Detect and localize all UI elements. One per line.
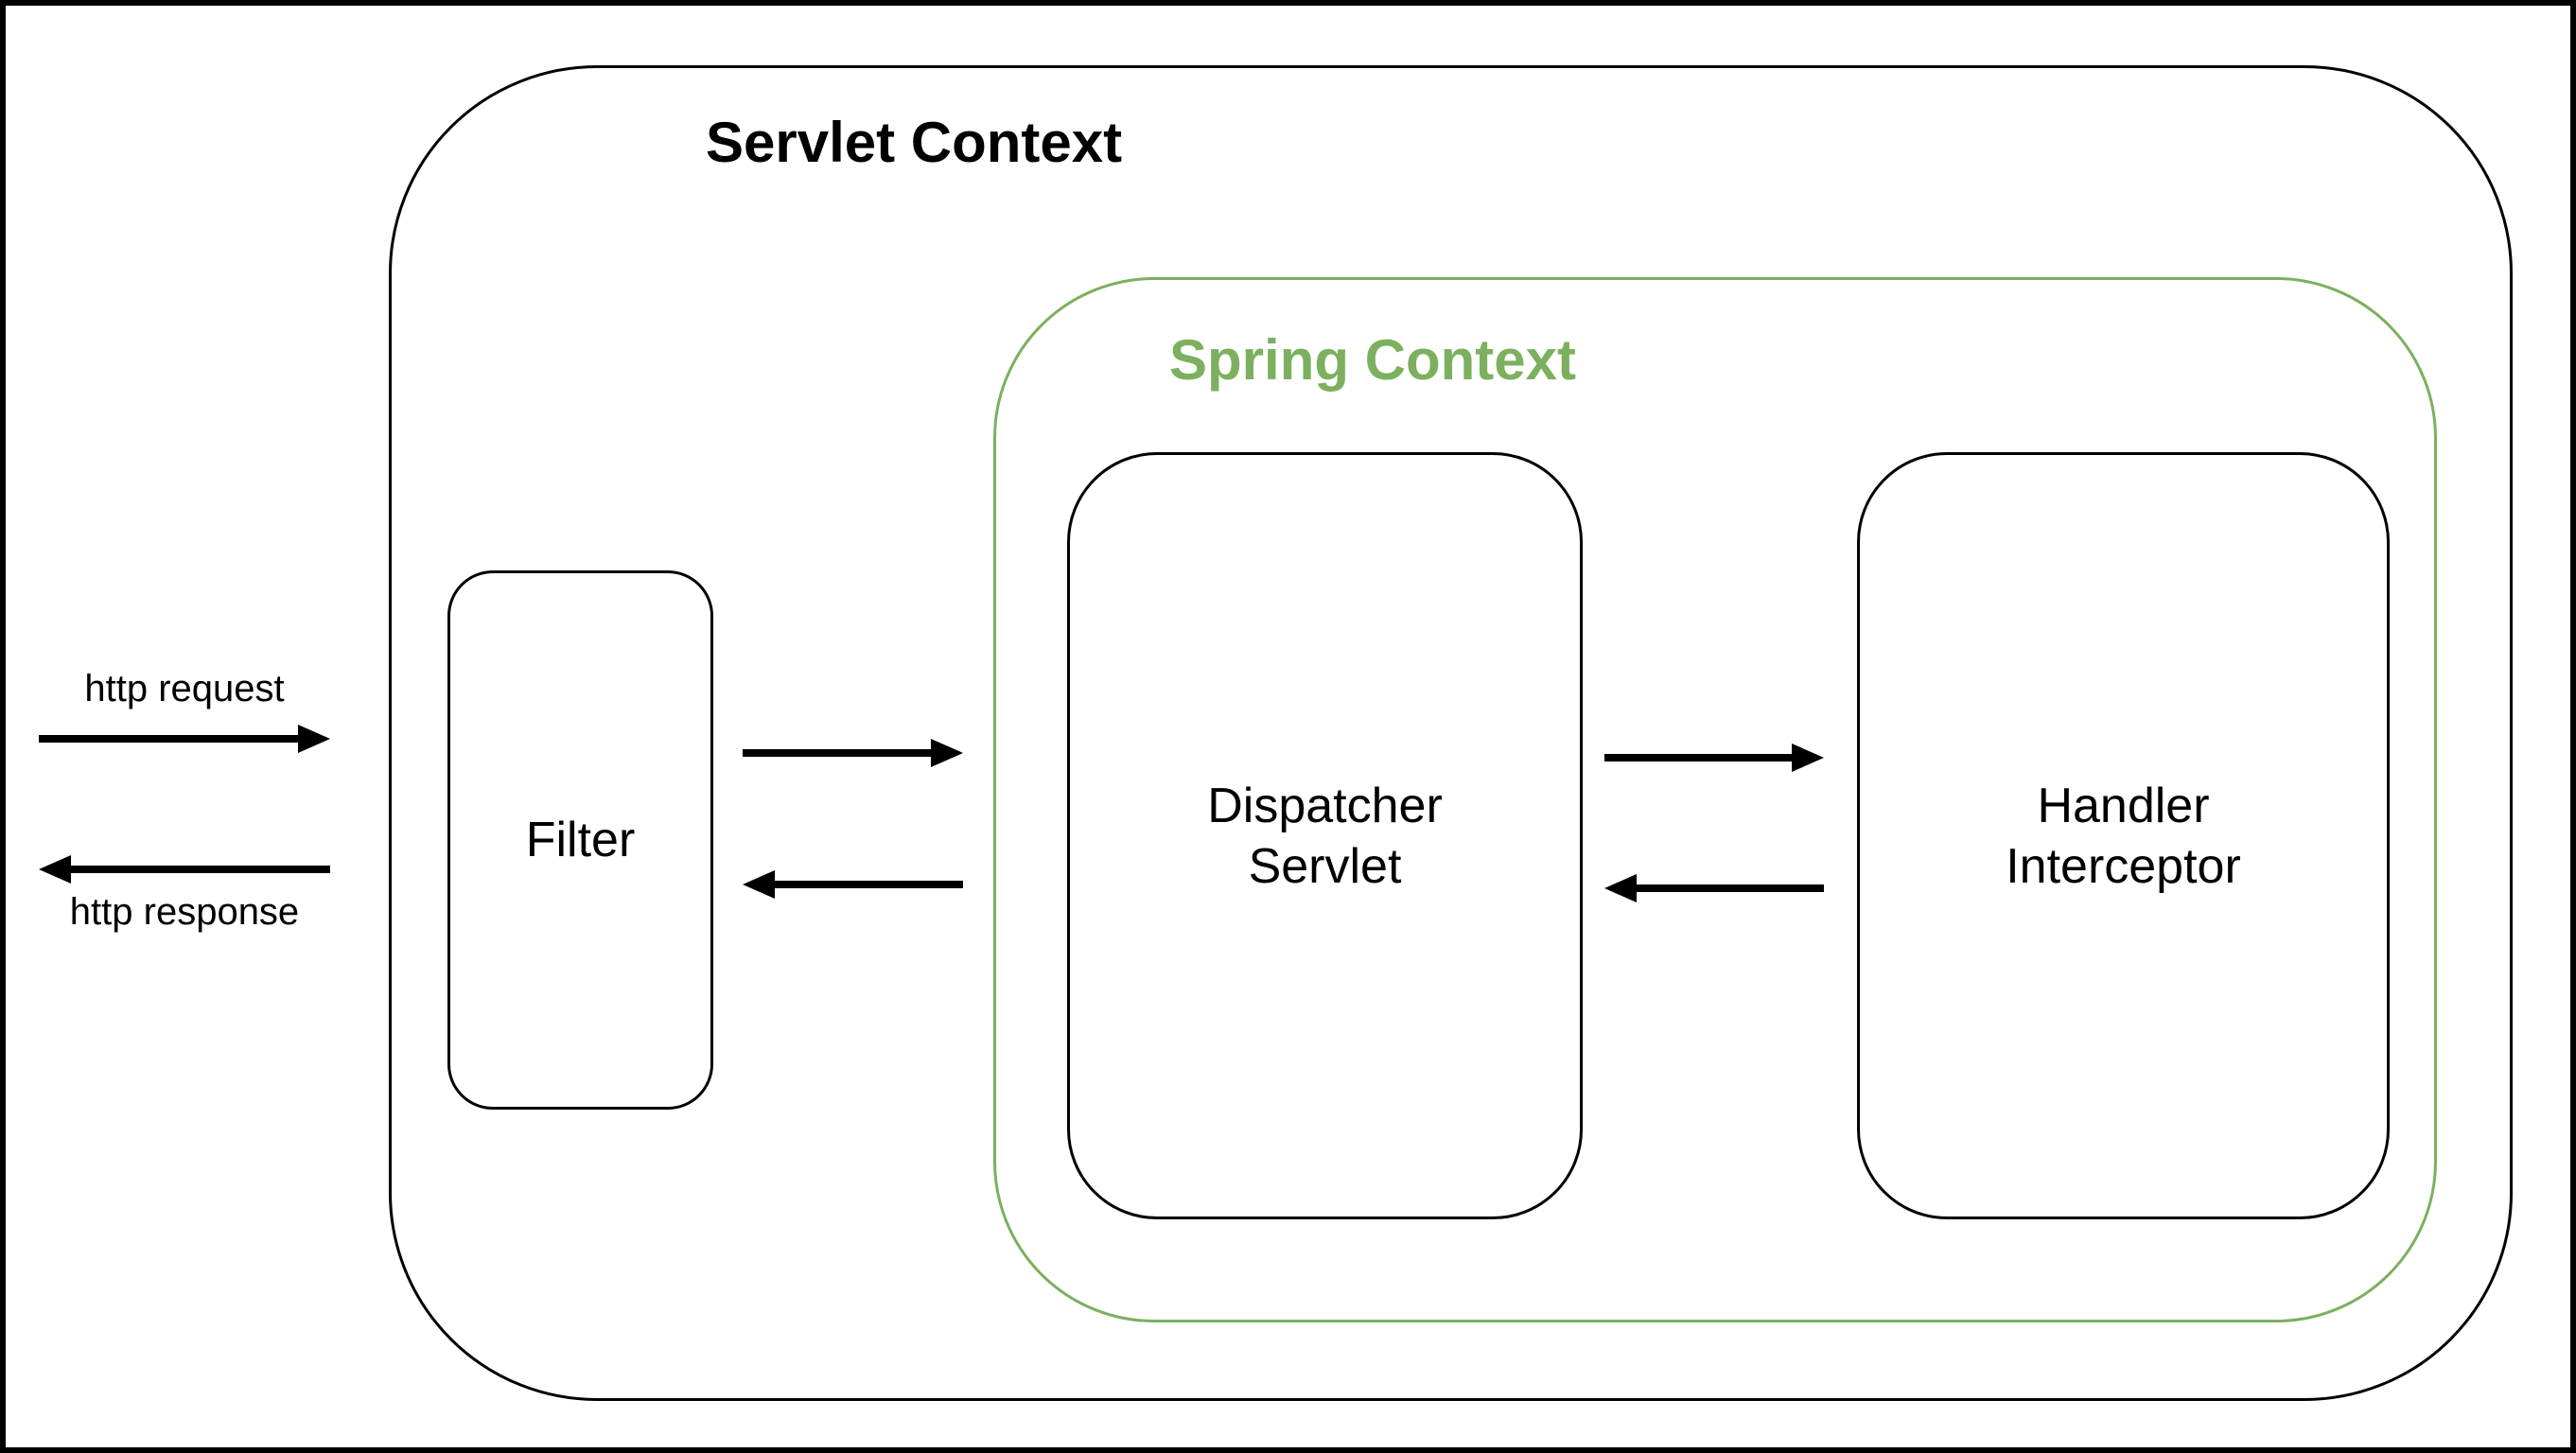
arrow-head-icon xyxy=(743,870,775,899)
arrow-shaft xyxy=(769,881,963,888)
arrow-shaft xyxy=(743,749,937,757)
http-request-label: http request xyxy=(84,668,285,709)
dispatcher-to-handler-arrow-icon xyxy=(1604,744,1824,772)
servlet-context-box xyxy=(389,65,2513,1401)
spring-context-title: Spring Context xyxy=(1169,328,1576,392)
filter-to-dispatcher-arrow-icon xyxy=(743,739,963,767)
arrow-head-icon xyxy=(1604,874,1637,902)
arrow-head-icon xyxy=(298,725,330,753)
dispatcher-servlet-label: Dispatcher Servlet xyxy=(1207,778,1443,894)
arrow-head-icon xyxy=(39,855,71,884)
arrow-shaft xyxy=(65,866,330,873)
filter-label: Filter xyxy=(525,813,636,867)
handler-to-dispatcher-arrow-icon xyxy=(1604,874,1824,902)
spring-context-box xyxy=(993,277,2437,1322)
arrow-shaft xyxy=(1631,884,1824,892)
http-request-arrow-icon xyxy=(39,725,330,753)
dispatcher-servlet-box: Dispatcher Servlet xyxy=(1067,452,1583,1219)
arrow-head-icon xyxy=(1792,744,1824,772)
servlet-context-title: Servlet Context xyxy=(706,111,1123,174)
filter-box: Filter xyxy=(447,570,713,1110)
handler-interceptor-label: Handler Interceptor xyxy=(2006,778,2241,894)
http-response-arrow-icon xyxy=(39,855,330,884)
arrow-shaft xyxy=(39,735,304,743)
dispatcher-to-filter-arrow-icon xyxy=(743,870,963,899)
arrow-shaft xyxy=(1604,754,1797,762)
arrow-head-icon xyxy=(931,739,963,767)
http-response-label: http response xyxy=(69,891,300,933)
handler-interceptor-box: Handler Interceptor xyxy=(1857,452,2390,1219)
